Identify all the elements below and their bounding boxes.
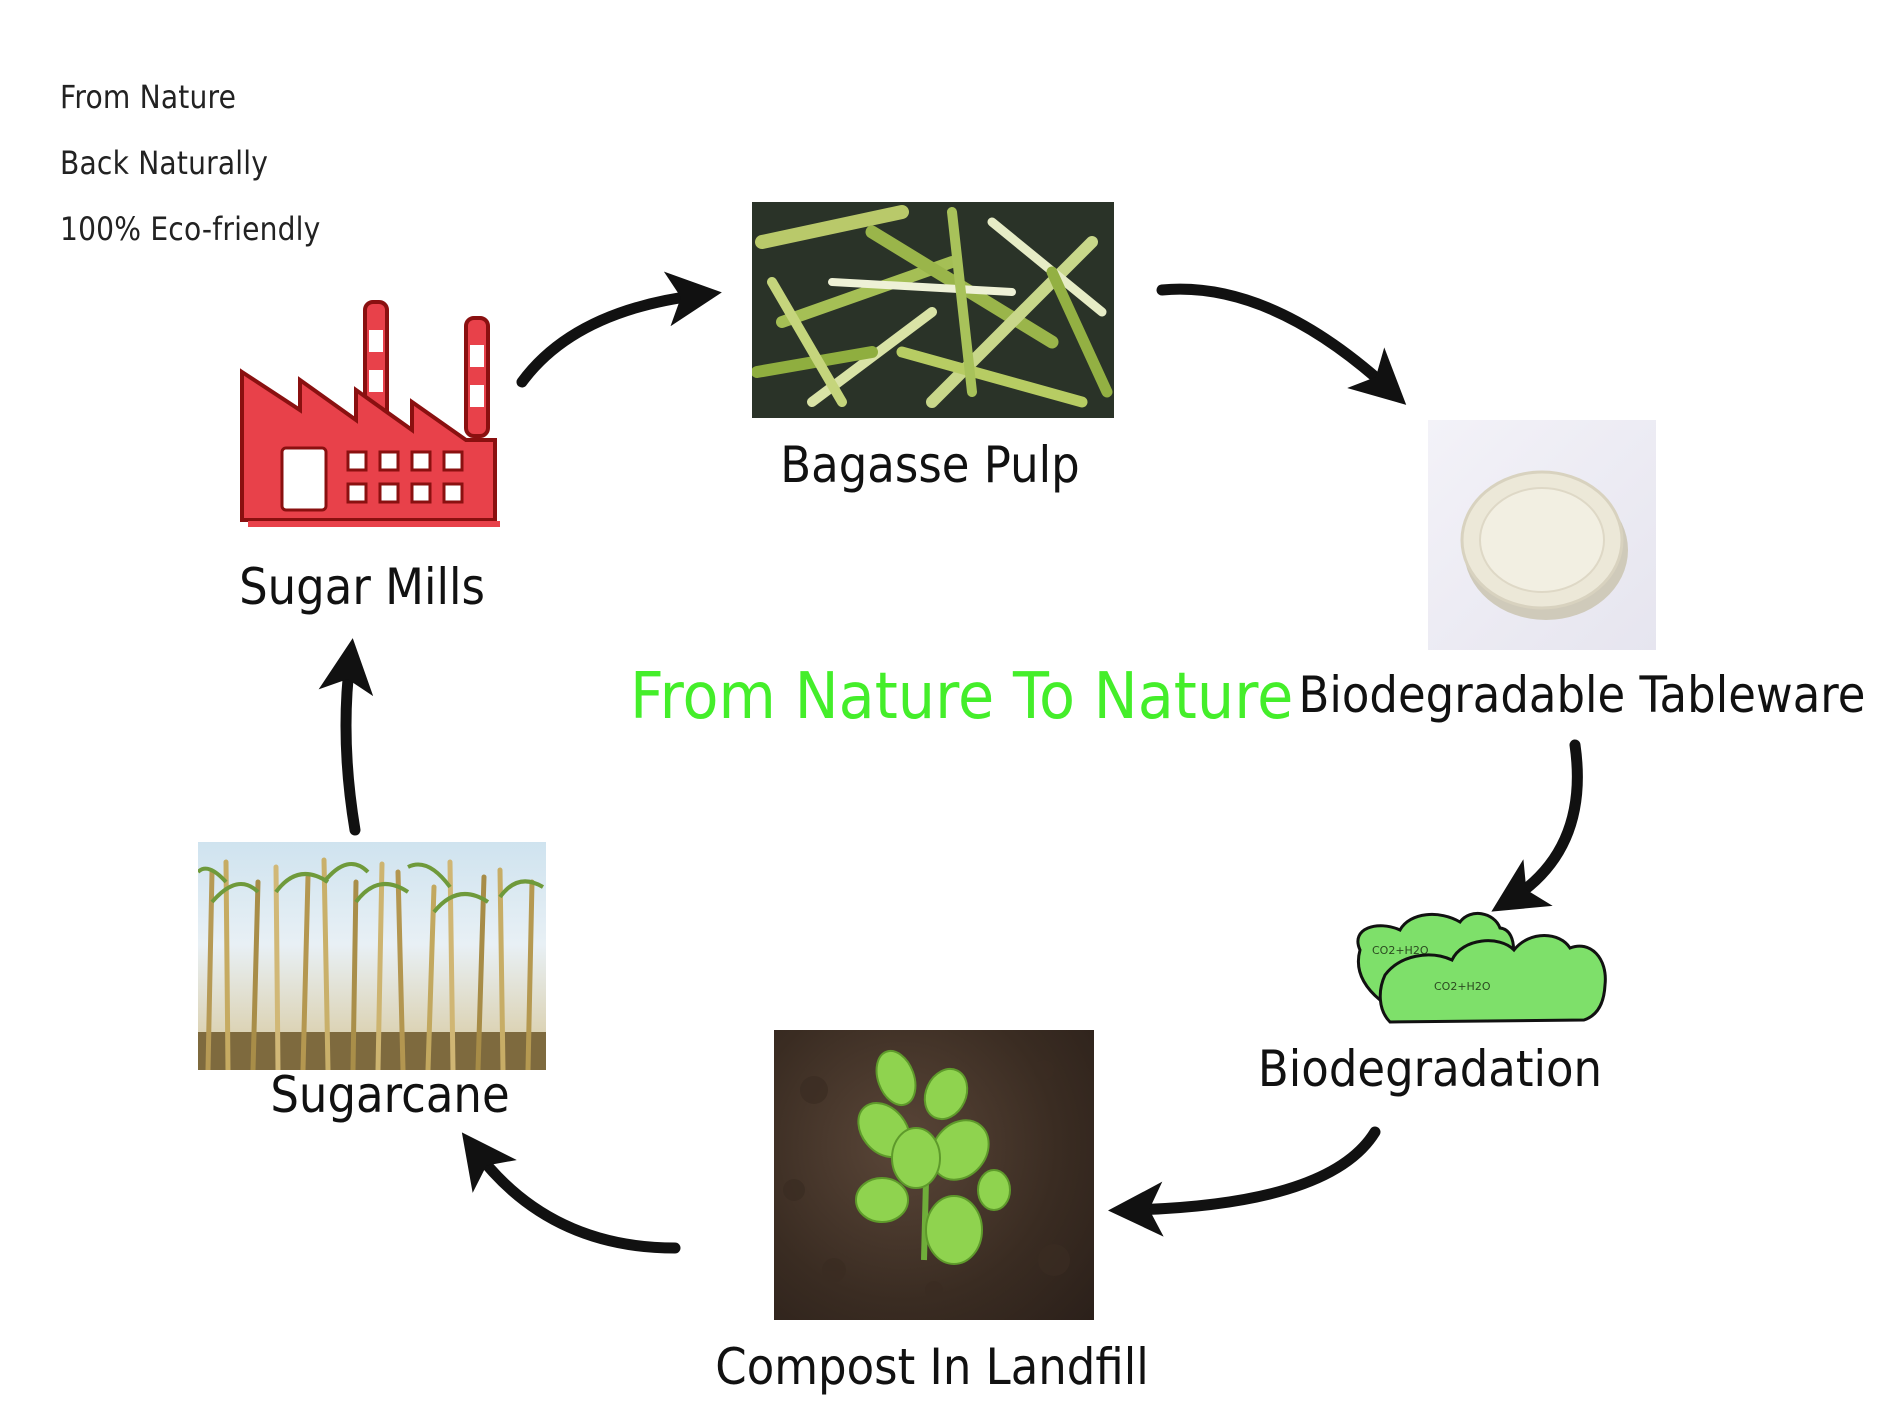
seedling-photo — [774, 1030, 1094, 1320]
label-sugarcane: Sugarcane — [270, 1066, 510, 1124]
plate-photo — [1428, 420, 1656, 650]
bagasse-photo — [752, 202, 1114, 418]
arrow-mills-to-pulp — [516, 271, 722, 388]
tagline-eco-friendly: 100% Eco-friendly — [60, 210, 321, 248]
label-compost-in-landfill: Compost In Landfill — [715, 1338, 1149, 1396]
label-bagasse-pulp: Bagasse Pulp — [780, 436, 1080, 494]
label-biodegradable-tableware: Biodegradable Tableware — [1298, 666, 1866, 724]
cloud-label-2: CO2+H2O — [1434, 980, 1491, 993]
sugarcane-photo — [198, 842, 546, 1070]
label-biodegradation: Biodegradation — [1257, 1040, 1603, 1098]
arrow-sugarcane-to-mills — [318, 638, 374, 836]
tagline-back-naturally: Back Naturally — [60, 144, 269, 182]
arrow-pulp-to-tableware — [1156, 283, 1407, 405]
arrow-compost-to-sugarcane — [461, 1132, 681, 1254]
arrow-tableware-to-biodegradation — [1491, 739, 1583, 912]
label-sugar-mills: Sugar Mills — [239, 558, 485, 616]
tagline-from-nature: From Nature — [60, 78, 237, 116]
cloud-label-1: CO2+H2O — [1372, 944, 1429, 957]
arrow-biodegradation-to-compost — [1108, 1126, 1381, 1237]
center-title: From Nature To Nature — [630, 660, 1294, 734]
